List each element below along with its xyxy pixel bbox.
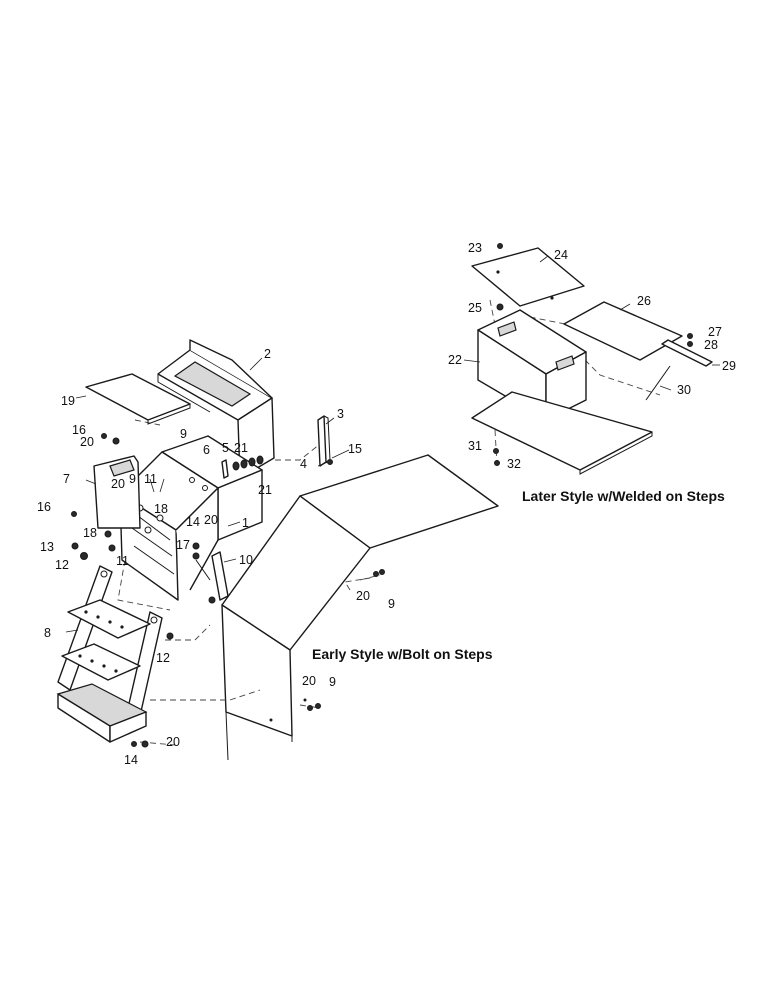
callout-32: 32 <box>507 457 521 471</box>
callout-19: 19 <box>61 394 75 408</box>
plate-part-19 <box>85 373 191 425</box>
hardware-left <box>71 433 385 748</box>
callout-3: 3 <box>337 407 344 421</box>
callout-31: 31 <box>468 439 482 453</box>
plate-part-26 <box>563 301 683 361</box>
callout-22: 22 <box>448 353 462 367</box>
callout-20-d: 20 <box>356 589 370 603</box>
callout-10: 10 <box>239 553 253 567</box>
step-box-part-22 <box>477 309 587 421</box>
callout-17: 17 <box>176 538 190 552</box>
callout-29: 29 <box>722 359 736 373</box>
bolt-part-17 <box>192 542 216 604</box>
callout-9-d: 9 <box>329 675 336 689</box>
washers-part-21 <box>232 455 264 471</box>
callout-16-b: 16 <box>37 500 51 514</box>
handle-part-10 <box>211 551 229 601</box>
callout-13: 13 <box>40 540 54 554</box>
callout-5: 5 <box>222 441 229 455</box>
callout-9-b: 9 <box>129 472 136 486</box>
caption-later-style: Later Style w/Welded on Steps <box>522 488 725 504</box>
fender-panel <box>221 454 499 761</box>
callout-18-b: 18 <box>83 526 97 540</box>
callout-labels: 1 2 3 4 5 6 7 8 9 9 9 9 10 11 11 12 12 1… <box>37 241 736 767</box>
bracket-part-3 <box>317 415 331 467</box>
callout-2: 2 <box>264 347 271 361</box>
callout-23: 23 <box>468 241 482 255</box>
step-housing-part-2 <box>157 339 275 479</box>
callout-6: 6 <box>203 443 210 457</box>
side-guard-part-7 <box>93 455 141 529</box>
callout-20-b: 20 <box>111 477 125 491</box>
callout-28: 28 <box>704 338 718 352</box>
callout-24: 24 <box>554 248 568 262</box>
callout-16-a: 16 <box>72 423 86 437</box>
callout-20-e: 20 <box>302 674 316 688</box>
callout-1: 1 <box>242 516 249 530</box>
callout-14-b: 14 <box>124 753 138 767</box>
callout-21-a: 21 <box>234 441 248 455</box>
callout-12-a: 12 <box>55 558 69 572</box>
step-plate-part-31 <box>471 391 653 475</box>
hardware-later <box>493 243 693 466</box>
callout-30: 30 <box>677 383 691 397</box>
callout-7: 7 <box>63 472 70 486</box>
ladder-steps-part-8 <box>56 565 163 743</box>
callout-21-b: 21 <box>258 483 272 497</box>
bolt-part-5 <box>221 459 229 479</box>
callout-4: 4 <box>300 457 307 471</box>
callout-12-b: 12 <box>156 651 170 665</box>
callout-11-a: 11 <box>144 472 157 486</box>
rod-part-29 <box>661 339 713 367</box>
rod-part-30 <box>645 365 671 401</box>
callout-20-f: 20 <box>166 735 180 749</box>
callout-15: 15 <box>348 442 362 456</box>
callout-9-a: 9 <box>180 427 187 441</box>
callout-14-a: 14 <box>186 515 200 529</box>
callout-11-b: 11 <box>116 554 129 568</box>
callout-9-c: 9 <box>388 597 395 611</box>
callout-25: 25 <box>468 301 482 315</box>
caption-early-style: Early Style w/Bolt on Steps <box>312 646 493 662</box>
callout-26: 26 <box>637 294 651 308</box>
callout-27: 27 <box>708 325 722 339</box>
callout-leaders <box>65 255 720 633</box>
callout-8: 8 <box>44 626 51 640</box>
cover-plate-part-24 <box>471 247 585 307</box>
callout-20-c: 20 <box>204 513 218 527</box>
callout-20-a: 20 <box>80 435 94 449</box>
callout-18-a: 18 <box>154 502 168 516</box>
